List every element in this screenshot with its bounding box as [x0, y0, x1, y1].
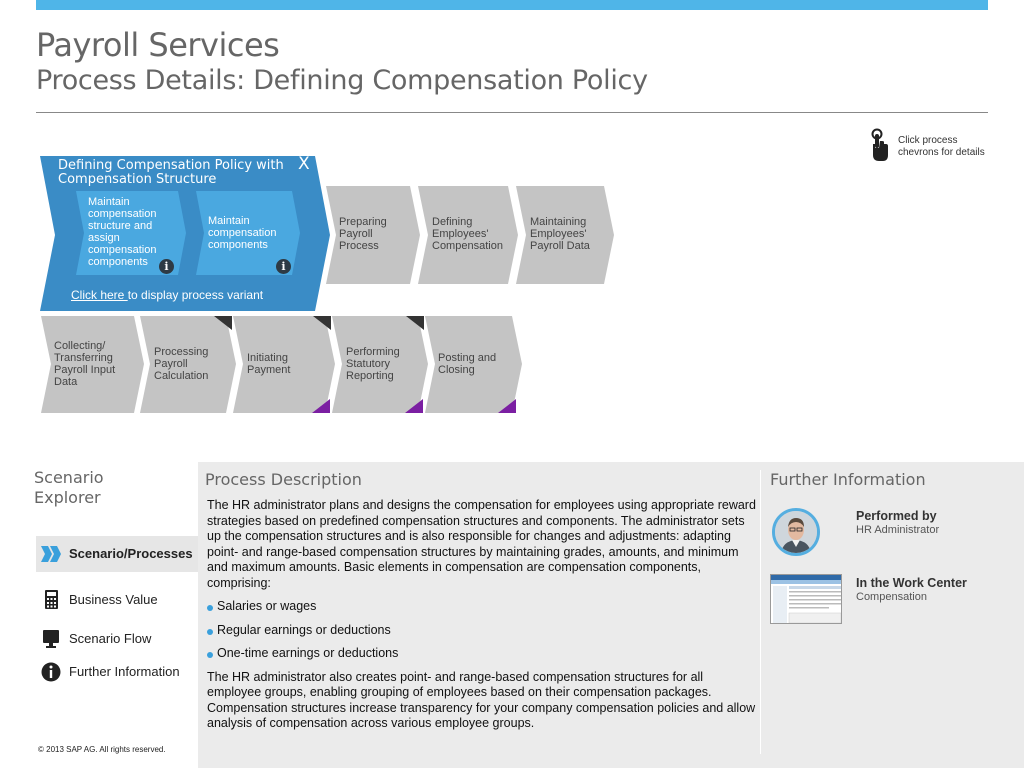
further-information-title: Further Information — [770, 470, 926, 489]
page-subtitle: Process Details: Defining Compensation P… — [36, 65, 648, 96]
sub-step-chevron-2[interactable] — [196, 191, 300, 275]
chevron-label: Preparing Payroll Process — [339, 216, 387, 252]
process-diagram: Defining Compensation Policy with Compen… — [40, 154, 614, 413]
purple-corner-marker — [405, 399, 423, 413]
work-center-label: In the Work Center — [856, 576, 967, 590]
work-center-thumbnail — [770, 574, 842, 624]
header-divider — [36, 112, 988, 113]
process-variant-text: to display process variant — [127, 288, 264, 302]
work-center-value: Compensation — [856, 591, 927, 603]
chevron-label: Processing Payroll Calculation — [154, 346, 209, 382]
process-description-title: Process Description — [205, 470, 362, 489]
process-chevrons-canvas — [40, 156, 614, 413]
chevron-label: Collecting/ Transferring Payroll Input D… — [54, 340, 116, 388]
nav-item-business-value[interactable]: Business Value — [36, 582, 198, 618]
scenario-explorer-nav: Scenario Explorer Scenario/Processes Bus… — [0, 462, 198, 768]
chevron-label: Posting and Closing — [438, 352, 497, 376]
sub-step-label: Maintain compensation components — [208, 215, 277, 251]
chevron-preparing-payroll-process[interactable] — [326, 186, 420, 284]
chevron-collecting-payroll-input[interactable] — [41, 316, 144, 413]
info-icon — [41, 662, 61, 682]
top-accent-bar — [36, 0, 988, 10]
screenshot-thumbnail-icon — [771, 575, 841, 623]
avatar — [772, 508, 820, 556]
description-paragraph: The HR administrator plans and designs t… — [207, 498, 756, 590]
performed-by-value: HR Administrator — [856, 524, 940, 536]
component-list: Salaries or wages Regular earnings or de… — [207, 599, 757, 662]
process-description-body: The HR administrator plans and designs t… — [207, 498, 757, 740]
nav-item-scenario-flow[interactable]: Scenario Flow — [36, 621, 198, 657]
chevron-posting-and-closing[interactable] — [425, 316, 522, 413]
page-title: Payroll Services — [36, 26, 280, 64]
monitor-icon — [43, 630, 59, 648]
click-hint: Click process chevrons for details — [868, 128, 1018, 164]
dark-corner-marker — [406, 316, 424, 330]
hint-text: Click process chevrons for details — [898, 135, 985, 158]
chevron-defining-employees-compensation[interactable] — [418, 186, 518, 284]
details-panel: Process Description The HR administrator… — [198, 462, 1024, 768]
hand-pointer-icon — [871, 128, 888, 161]
double-chevron-icon — [41, 546, 61, 562]
expanded-process-title: Defining Compensation Policy with Compen… — [58, 158, 284, 187]
chevron-performing-statutory-reporting[interactable] — [332, 316, 428, 413]
nav-title: Scenario Explorer — [34, 468, 104, 507]
copyright-text: © 2013 SAP AG. All rights reserved. — [38, 745, 166, 754]
person-icon — [775, 511, 817, 553]
chevron-processing-payroll-calculation[interactable] — [140, 316, 236, 413]
sub-step-chevron-1[interactable] — [76, 191, 186, 275]
dark-corner-marker — [214, 316, 232, 330]
process-variant-link-row: Click here to display process variant — [71, 288, 263, 302]
performed-by-label: Performed by — [856, 509, 937, 523]
sub-step-label: Maintain compensation structure and assi… — [88, 196, 157, 268]
nav-item-further-information[interactable]: Further Information — [36, 654, 198, 690]
purple-corner-marker — [498, 399, 516, 413]
chevron-label: Defining Employees' Compensation — [432, 216, 503, 252]
close-expanded-button[interactable]: X — [298, 154, 310, 174]
chevron-label: Performing Statutory Reporting — [346, 346, 400, 382]
list-item: Regular earnings or deductions — [207, 623, 757, 639]
process-variant-link[interactable]: Click here — [71, 288, 128, 302]
panel-divider — [760, 470, 761, 754]
info-icon[interactable]: i — [276, 259, 291, 274]
chevron-initiating-payment[interactable] — [233, 316, 335, 413]
chevron-maintaining-employees-payroll-data[interactable] — [516, 186, 614, 284]
purple-corner-marker — [312, 399, 330, 413]
calculator-icon — [45, 590, 58, 609]
description-paragraph: The HR administrator also creates point-… — [207, 669, 756, 731]
list-item: One-time earnings or deductions — [207, 646, 757, 662]
chevron-label: Maintaining Employees' Payroll Data — [530, 216, 590, 252]
chevron-label: Initiating Payment — [247, 352, 291, 376]
list-item: Salaries or wages — [207, 599, 757, 615]
nav-item-scenario-processes[interactable]: Scenario/Processes — [36, 536, 198, 572]
dark-corner-marker — [313, 316, 331, 330]
info-icon[interactable]: i — [159, 259, 174, 274]
